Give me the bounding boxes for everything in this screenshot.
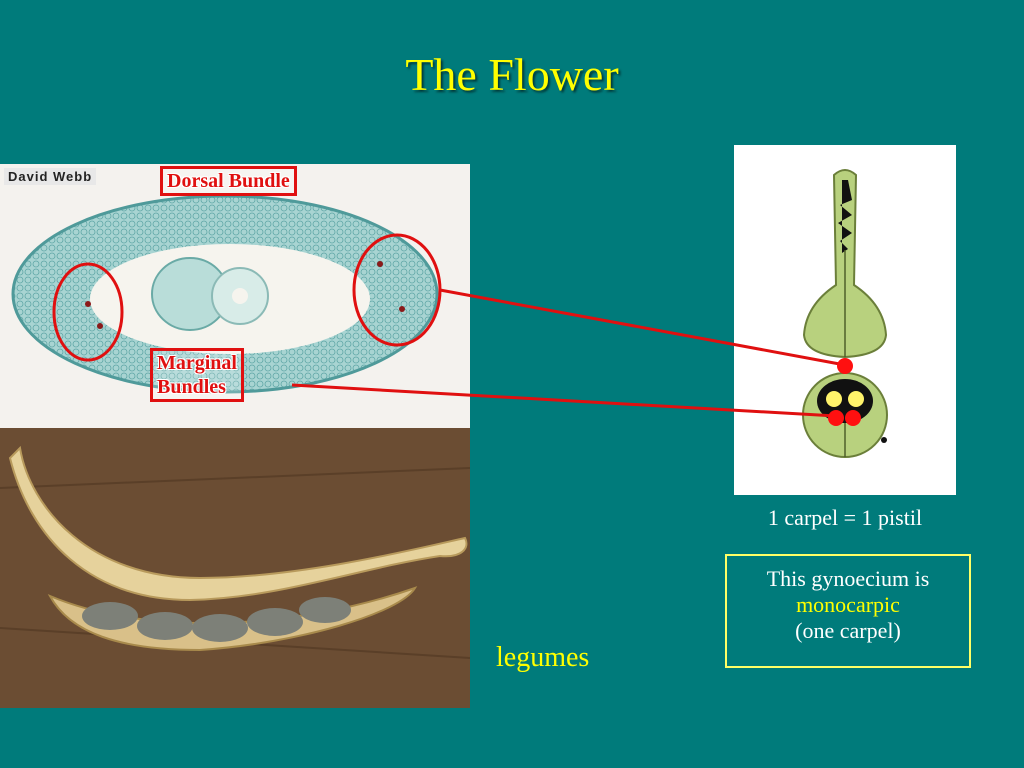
dorsal-vessel	[399, 306, 405, 312]
info-line3: (one carpel)	[795, 618, 901, 643]
marginal-bundles-label: Marginal Bundles	[150, 348, 244, 402]
dorsal-connector	[439, 288, 846, 367]
closed-pod	[8, 445, 468, 602]
info-highlight: monocarpic	[796, 592, 900, 617]
marginal-connector	[291, 383, 837, 418]
marginal-label-line2: Bundles	[157, 376, 226, 398]
marginal-label-line1: Marginal	[157, 352, 237, 374]
dorsal-bundle-label: Dorsal Bundle	[160, 166, 297, 196]
carpel-pistil-caption: 1 carpel = 1 pistil	[767, 505, 923, 530]
ovule	[826, 391, 842, 407]
marginal-vessel	[97, 323, 103, 329]
pistil-diagram	[734, 145, 956, 495]
info-line1: This gynoecium is	[766, 566, 930, 591]
seed	[82, 602, 138, 630]
marginal-bundle-dot	[828, 410, 844, 426]
slide-title: The Flower	[405, 49, 619, 100]
legume-drawing	[0, 428, 470, 708]
carpel-cross-section-image	[0, 164, 470, 428]
gynoecium-info-box: This gynoecium is monocarpic (one carpel…	[725, 554, 971, 668]
seed	[192, 614, 248, 642]
seed	[299, 597, 351, 623]
pistil-drawing	[802, 169, 888, 458]
photo-credit: David Webb	[4, 168, 97, 185]
legumes-photo	[0, 428, 470, 708]
cross-section-drawing	[11, 194, 442, 394]
ovule-center	[232, 288, 248, 304]
marginal-vessel	[85, 301, 91, 307]
ovule	[848, 391, 864, 407]
marginal-bundle-ring	[52, 262, 124, 362]
dorsal-vessel	[377, 261, 383, 267]
dorsal-bundle-dot	[837, 358, 853, 374]
marginal-bundle-dot	[845, 410, 861, 426]
seed	[247, 608, 303, 636]
seed	[137, 612, 193, 640]
legumes-label: legumes	[496, 642, 590, 673]
stigma-pattern	[838, 180, 852, 253]
